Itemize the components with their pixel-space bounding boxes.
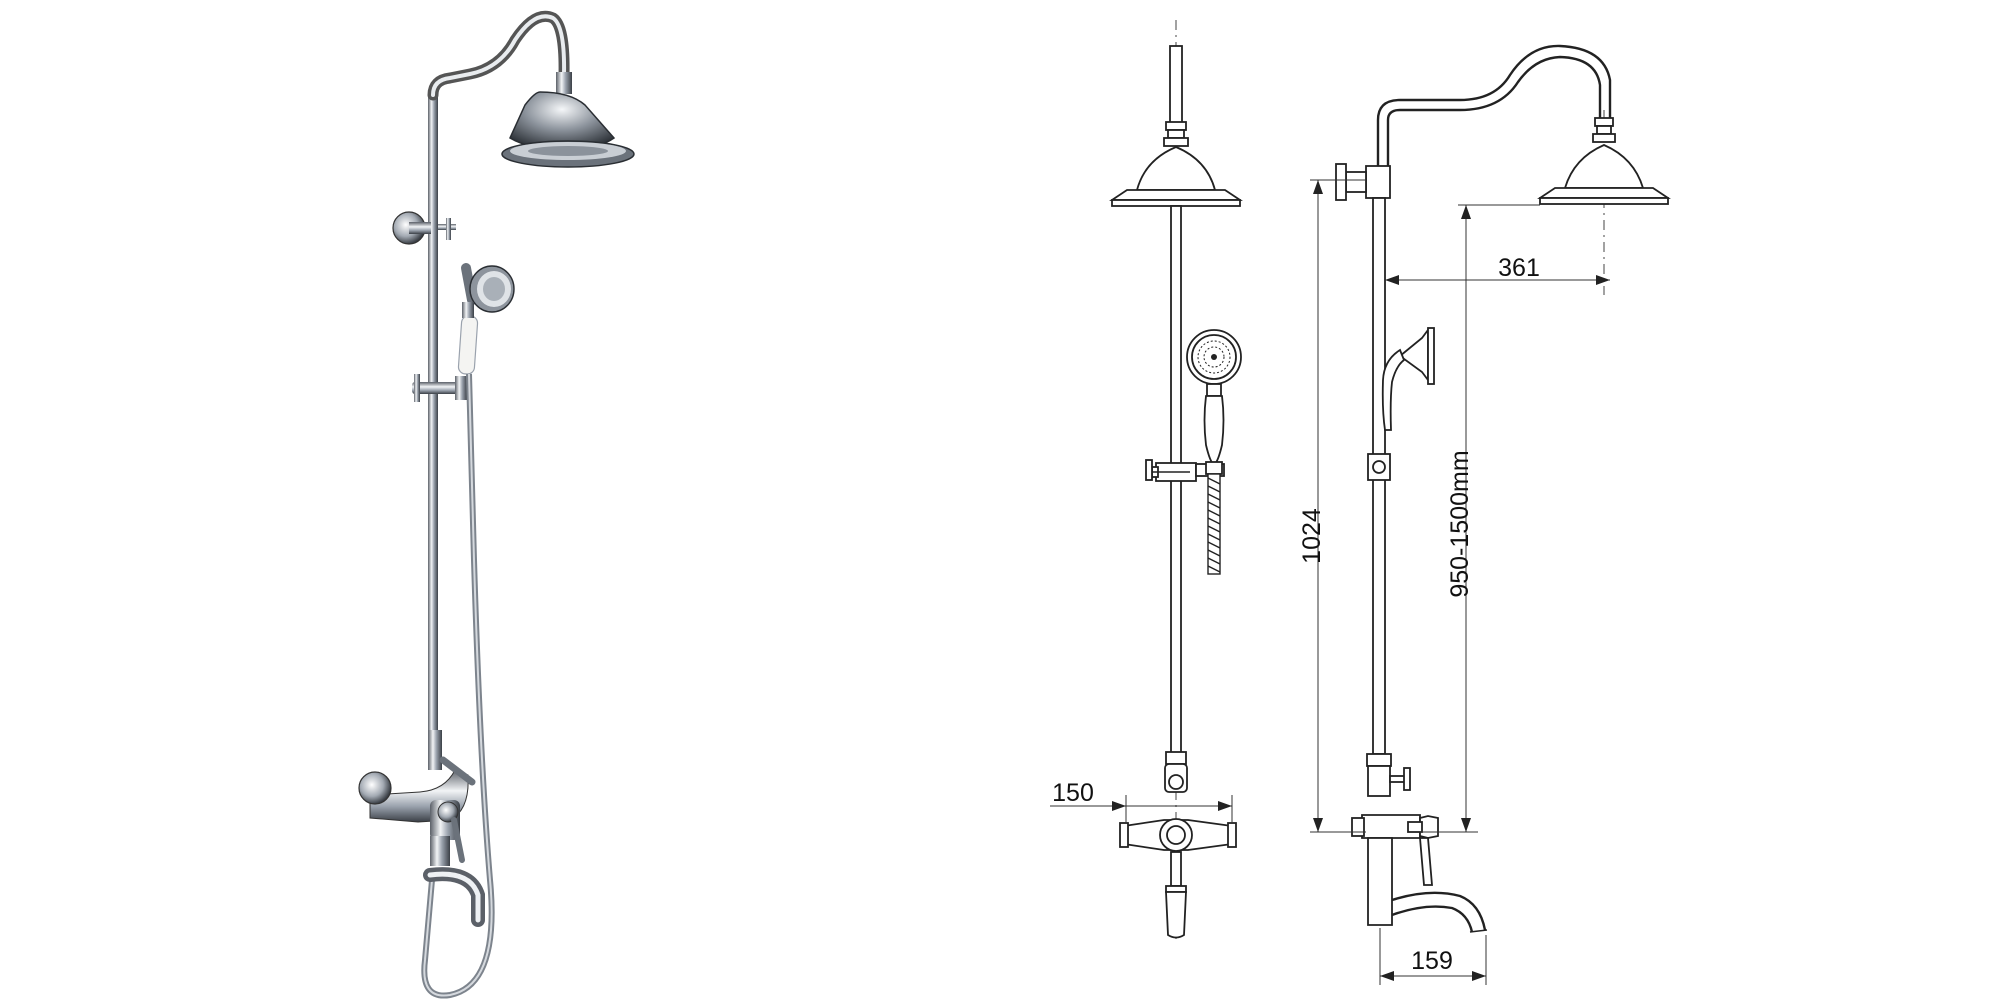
side-hand-shower (1381, 327, 1435, 431)
shower-arm (427, 10, 570, 101)
side-shower-head (1563, 144, 1645, 189)
product-render (358, 10, 635, 999)
hand-shower (457, 263, 515, 375)
front-hose (1207, 473, 1221, 575)
dim-arm-reach: 361 (1498, 254, 1540, 282)
mixer-render (358, 730, 485, 927)
front-hand-shower (1186, 329, 1242, 575)
front-view-drawing (1109, 20, 1243, 940)
front-mixer (1119, 751, 1237, 939)
dim-total-height: 1024 (1298, 508, 1326, 564)
dim-spout-reach: 159 (1411, 947, 1453, 975)
side-spout (1391, 891, 1487, 931)
side-mixer (1351, 753, 1488, 933)
side-shower-arm (1376, 44, 1612, 168)
dim-adjustable-height: 950-1500mm (1446, 450, 1474, 597)
dim-mixer-centers: 150 (1052, 779, 1094, 807)
front-shower-head (1135, 146, 1217, 191)
dimension-lines (1050, 179, 1610, 985)
riser-pipe (428, 90, 438, 770)
side-view-drawing (1335, 44, 1671, 933)
